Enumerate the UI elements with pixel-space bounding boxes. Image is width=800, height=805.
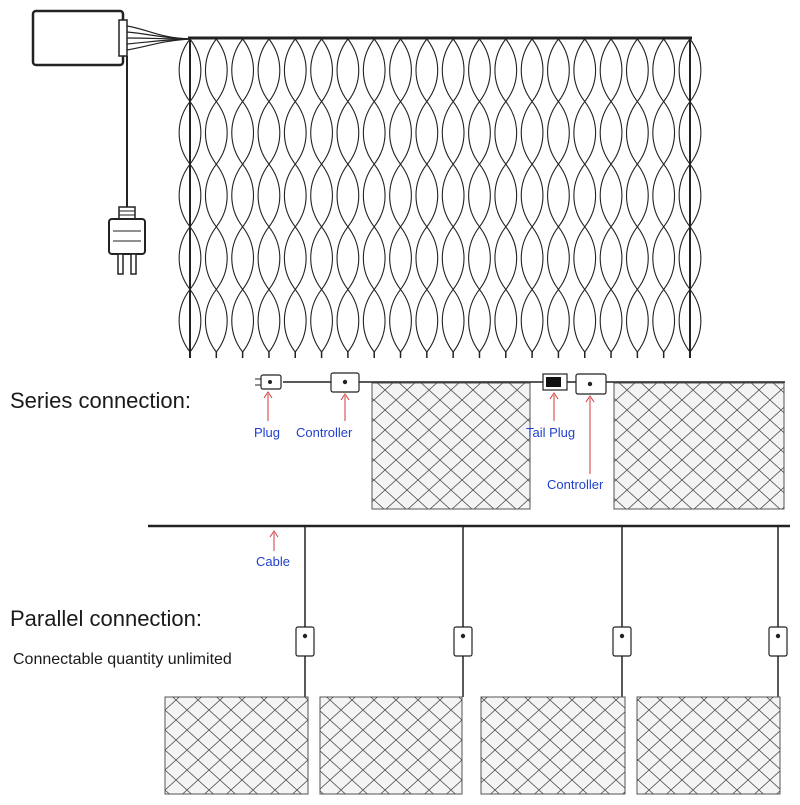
- controller-box: [453, 626, 473, 657]
- cable-label: Cable: [256, 554, 290, 569]
- controller-label: Controller: [547, 477, 604, 492]
- cable-arrow: [269, 530, 279, 551]
- controller-arrow: [340, 393, 350, 421]
- controller-arrow: [585, 395, 595, 474]
- parallel-unit: [636, 526, 788, 795]
- parallel-connection-heading: Parallel connection:: [10, 606, 203, 631]
- parallel-net-panel: [164, 696, 309, 795]
- tail-plug-arrow: [549, 392, 559, 421]
- controller-box: [575, 373, 607, 395]
- plug-arrow: [263, 391, 273, 421]
- parallel-net-panel: [480, 696, 626, 795]
- parallel-quantity-note: Connectable quantity unlimited: [13, 651, 232, 668]
- power-plug: [108, 206, 146, 275]
- plug-label: Plug: [254, 425, 281, 440]
- controller-box: [295, 626, 315, 657]
- series-connection: [255, 372, 785, 510]
- parallel-unit: [480, 526, 632, 795]
- parallel-net-panel: [319, 696, 463, 795]
- series-connection-heading: Series connection:: [10, 388, 191, 413]
- parallel-net-panel: [636, 696, 781, 795]
- series-net-panel: [371, 382, 531, 510]
- tail-plug: [542, 373, 568, 391]
- plug-connector: [255, 374, 282, 390]
- power-adapter-box: [31, 9, 128, 67]
- parallel-unit: [319, 526, 473, 795]
- controller-box: [612, 626, 632, 657]
- controller-box: [768, 626, 788, 657]
- parallel-unit: [164, 526, 315, 795]
- controller-box: [330, 372, 360, 393]
- adapter-wires: [126, 25, 191, 210]
- tail-plug-label: Tail Plug: [526, 425, 576, 440]
- controller-label: Controller: [296, 425, 353, 440]
- net-light-curtain: [178, 38, 702, 358]
- series-net-panel: [613, 382, 785, 510]
- parallel-connection: [148, 524, 790, 795]
